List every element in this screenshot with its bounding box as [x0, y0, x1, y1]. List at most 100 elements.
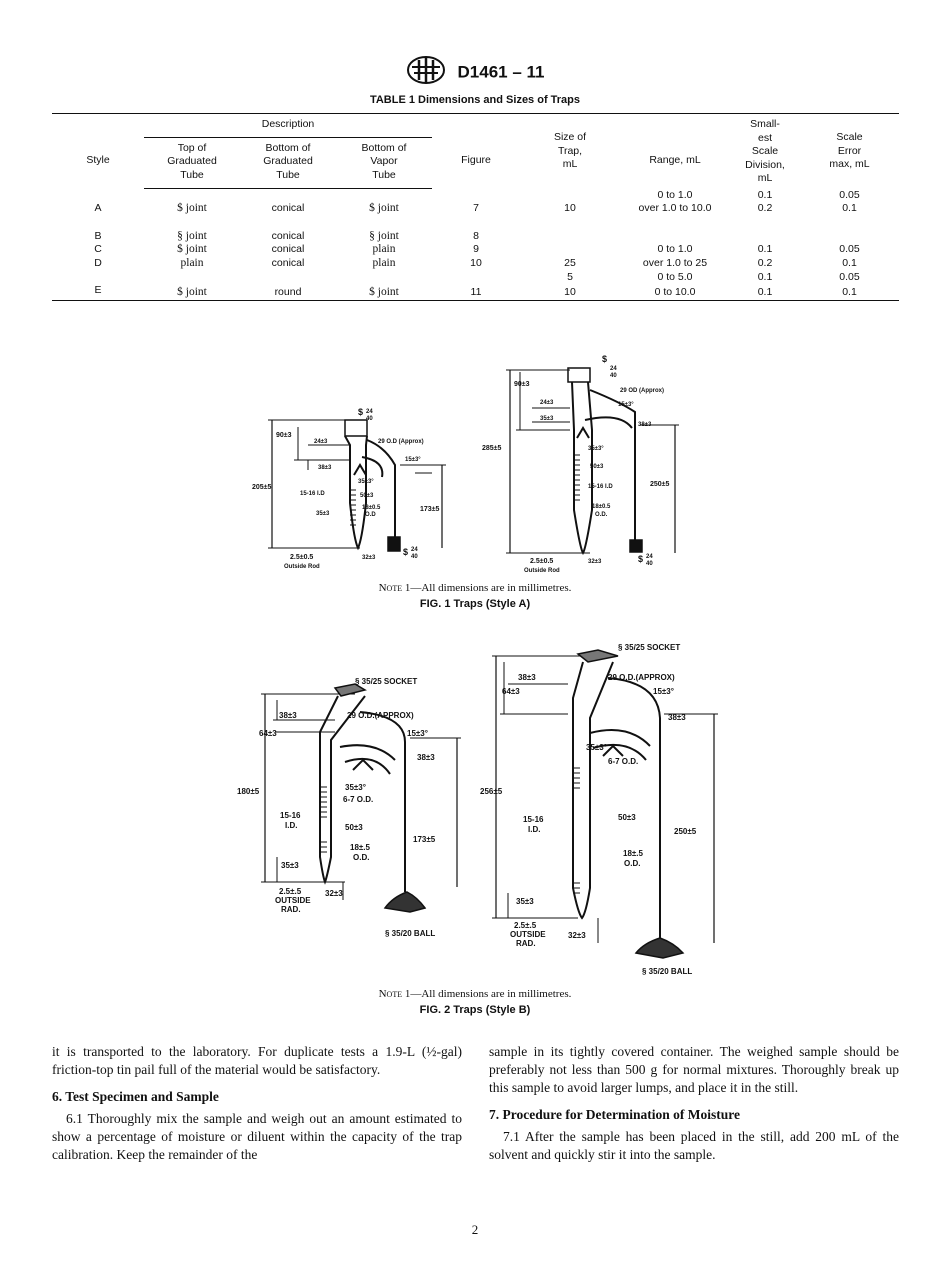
right-column: sample in its tightly covered container.…	[489, 1043, 899, 1164]
fig1-right-d24: 24±3	[540, 400, 554, 406]
fig2-right-d1516: 15-16	[523, 815, 544, 824]
fig2-left-d38: 38±3	[279, 711, 297, 720]
th-range: Range, mL	[620, 113, 730, 189]
fig2-right-d29: 29 O.D.(APPROX)	[608, 673, 675, 682]
page-header: D1461 – 11	[0, 55, 950, 90]
fig1-right-d18: 18±0.5	[592, 504, 611, 510]
fig1-right-joint2-den: 40	[646, 561, 653, 567]
fig1-left-rod: Outside Rod	[284, 564, 320, 570]
fig2-left-od: O.D.	[353, 853, 369, 862]
fig1-right-rod: Outside Rod	[524, 568, 560, 574]
paragraph: 7.1 After the sample has been placed in …	[489, 1129, 899, 1162]
fig1-left-d29: 29 O.D (Approx)	[378, 439, 424, 445]
fig1-right-d35: 35±3	[540, 416, 554, 422]
fig2-right-d35: 35±3	[516, 897, 534, 906]
fig2-left-socket: § 35/25 SOCKET	[355, 677, 417, 686]
fig2-right-d50: 50±3	[618, 813, 636, 822]
fig2-left-d173: 173±5	[413, 835, 436, 844]
fig2-right-d38b: 38±3	[668, 713, 686, 722]
fig1-left-d205: 205±5	[252, 484, 272, 491]
fig1-left-d18: 18±0.5	[362, 505, 381, 511]
fig1-right-d25: 2.5±0.5	[530, 558, 553, 565]
fig1-right-joint-den: 40	[610, 373, 617, 379]
fig1-left-d35: 35±3	[316, 511, 330, 517]
fig2-right-d25: 2.5±.5	[514, 921, 537, 930]
fig2-right-d256: 256±5	[480, 787, 503, 796]
fig2-right-socket: § 35/25 SOCKET	[618, 643, 680, 652]
paragraph: it is transported to the laboratory. For…	[52, 1044, 462, 1077]
fig2-right-ball: § 35/20 BALL	[642, 967, 692, 976]
fig1-left-joint-den: 40	[366, 416, 373, 422]
fig2-right-d38: 38±3	[518, 673, 536, 682]
fig2-right-d18: 18±.5	[623, 849, 644, 858]
fig1-right-drawing: $ 24 40 90±3 24±3 29 OD (Approx) 15±3° 3…	[480, 350, 680, 585]
fig1-left-od: O.D	[365, 512, 376, 518]
fig2-left-d29: 29 O.D.(APPROX)	[347, 711, 414, 720]
fig2-left-d25: 2.5±.5	[279, 887, 302, 896]
fig2-right-d64: 64±3	[502, 687, 520, 696]
fig2-left-d50: 50±3	[345, 823, 363, 832]
fig1-left-d24: 24±3	[314, 439, 328, 445]
fig2-right-d250: 250±5	[674, 827, 697, 836]
left-column: it is transported to the laboratory. For…	[52, 1043, 462, 1164]
fig2-left-d32: 32±3	[325, 889, 343, 898]
fig1-right-od: O.D.	[595, 512, 608, 518]
fig1-right-d15: 15±3°	[618, 402, 634, 408]
fig1-right-d15id: 15-16 I.D	[588, 484, 613, 490]
fig2-right-d67: 6-7 O.D.	[608, 757, 638, 766]
fig1-left-joint-num: 24	[366, 409, 373, 415]
fig1-left-d35t: 35±3°	[358, 479, 374, 485]
fig1-right-d250: 250±5	[650, 481, 670, 488]
fig1-right-d32: 32±3	[588, 559, 602, 565]
fig2-left-d64: 64±3	[259, 729, 277, 738]
fig1-caption: FIG. 1 Traps (Style A)	[419, 598, 531, 610]
fig1-left-d90: 90±3	[276, 432, 292, 439]
fig1-right-d50: 50±3	[590, 464, 604, 470]
fig1-left-d25: 2.5±0.5	[290, 554, 313, 561]
fig2-right-drawing: § 35/25 SOCKET 38±3 29 O.D.(APPROX) 64±3…	[478, 638, 728, 988]
fig1-right-d38: 38±3	[638, 422, 652, 428]
fig1-left-d15: 15±3°	[405, 457, 421, 463]
fig1-left-d50: 50±3	[360, 493, 374, 499]
fig2-right-d32: 32±3	[568, 931, 586, 940]
fig1-right-joint2-num: 24	[646, 554, 653, 560]
fig1-left-joint2-den: 40	[411, 554, 418, 560]
fig2-left-d38b: 38±3	[417, 753, 435, 762]
fig2-right-rad: RAD.	[516, 939, 536, 948]
astm-logo-icon	[406, 55, 446, 90]
section-6-heading: 6. Test Specimen and Sample	[52, 1089, 219, 1104]
document-designation: D1461 – 11	[457, 62, 545, 82]
fig2-left-ld: I.D.	[285, 821, 297, 830]
fig1-left-d38: 38±3	[318, 465, 332, 471]
fig2-right-ld: I.D.	[528, 825, 540, 834]
fig2-left-rad: RAD.	[281, 905, 301, 914]
fig1-right-joint-num: 24	[610, 366, 617, 372]
page-number: 2	[471, 1222, 479, 1237]
th-description: Description	[144, 113, 432, 138]
section-7-heading: 7. Procedure for Determination of Moistu…	[489, 1107, 740, 1122]
table-caption: TABLE 1 Dimensions and Sizes of Traps	[369, 94, 581, 106]
fig1-left-drawing: $ 24 40 90±3 24±3 29 O.D (Approx) 15±3° …	[250, 365, 450, 585]
fig1-note: Note 1—All dimensions are in millimetres…	[378, 582, 572, 594]
paragraph: 6.1 Thoroughly mix the sample and weigh …	[52, 1111, 462, 1162]
fig1-left-joint: $	[358, 407, 363, 417]
fig1-right-d29: 29 OD (Approx)	[620, 388, 664, 394]
fig2-right-od: O.D.	[624, 859, 640, 868]
fig2-left-d15: 15±3°	[407, 729, 428, 738]
fig2-left-d67: 6-7 O.D.	[343, 795, 373, 804]
fig2-left-d35t: 35±3°	[345, 783, 366, 792]
